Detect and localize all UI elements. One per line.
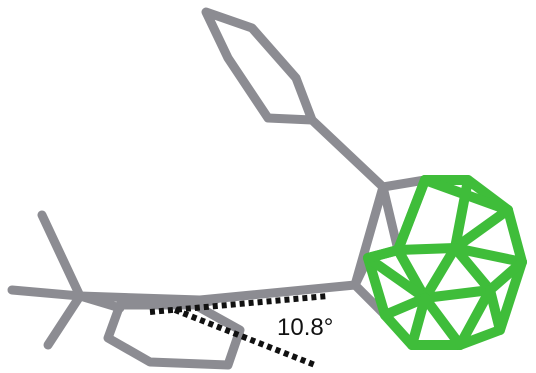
cage-edge-14 (407, 293, 430, 350)
bond-c1-b-left (378, 182, 403, 255)
cage-edge-12 (363, 253, 430, 303)
angle-unit: ° (323, 314, 334, 341)
cage-edge-5 (393, 243, 460, 255)
bond-c1-b-top (378, 175, 430, 192)
cage-edge-4 (450, 205, 513, 253)
cage-edge-18 (363, 245, 403, 263)
dash-line-tilted (173, 307, 317, 368)
bond-tbu-up (37, 210, 85, 301)
cage-edge-1 (393, 175, 430, 255)
cage-edge-11 (420, 285, 495, 303)
bond-tbu-left (7, 285, 85, 301)
angle-value: 10.8 (277, 314, 324, 341)
angle-label: 10.8° (277, 314, 333, 342)
cage-edge-13 (380, 293, 430, 320)
cage-edge-17 (485, 285, 505, 335)
cage-edge-16 (455, 285, 495, 350)
phenyl-ring-upper (201, 7, 317, 125)
bond-tbu-down (43, 291, 85, 350)
cage-edge-15 (420, 293, 465, 350)
bond-phenyl-carbon (307, 115, 388, 192)
angle-dashes (149, 293, 329, 368)
bond-aryl-bridge (190, 295, 220, 310)
bond-bridge (195, 280, 360, 305)
cage-edge-8 (420, 243, 460, 303)
cage-edge-3 (450, 175, 473, 253)
bond-bridge-2 (75, 291, 205, 305)
gray-framework (7, 7, 430, 370)
bond-tbu-right (75, 291, 125, 313)
cage-edge-6 (450, 243, 527, 267)
boron-cage (363, 175, 527, 350)
cage-edge-10 (485, 257, 527, 295)
aryl-ring-lower (103, 300, 245, 370)
cage-edge-9 (450, 243, 495, 295)
